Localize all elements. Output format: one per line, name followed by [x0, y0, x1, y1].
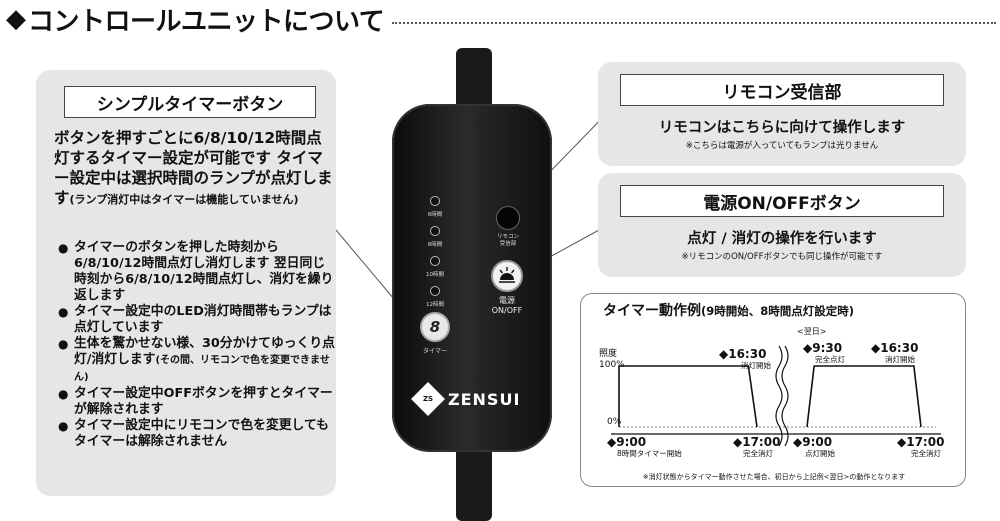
y-tick-100: 100%	[599, 360, 625, 370]
chart-subtitle: (9時開始、8時間点灯設定時)	[701, 304, 855, 318]
bullet-text: タイマー設定中にリモコンで色を変更してもタイマーは解除されません	[74, 418, 329, 449]
bullet-text: タイマー設定中OFFボタンを押すとタイマーが解除されます	[74, 386, 333, 417]
timer-button-label: タイマー	[422, 348, 447, 355]
led-10h	[430, 256, 440, 266]
list-item: 生体を驚かせない様、30分かけてゆっくり点灯/消灯します(その間、リモコンで色を…	[58, 336, 336, 386]
timer-chart: 照度100%0%<翌日>◆9:008時間タイマー開始◆16:30消灯開始◆17:…	[599, 327, 944, 458]
led-label-10h: 10時間	[426, 272, 444, 278]
chart-labels: 照度100%0%<翌日>◆9:008時間タイマー開始◆16:30消灯開始◆17:…	[599, 327, 944, 458]
remote-receiver-panel: リモコン受信部 リモコンはこちらに向けて操作します ※こちらは電源が入っていても…	[598, 62, 966, 166]
cable-top	[456, 48, 492, 110]
timer-panel-title: シンプルタイマーボタン	[64, 86, 316, 118]
bullet-text: タイマー設定中のLED消灯時間帯もランプは点灯しています	[74, 304, 332, 335]
annot-time: ◆16:30	[871, 341, 918, 355]
led-label-8h: 8時間	[427, 242, 443, 248]
annot-time: ◆9:00	[793, 435, 832, 449]
brand-mark-icon: ZS	[411, 382, 445, 416]
remote-receiver-label: リモコン 受信部	[488, 234, 528, 248]
light-icon	[499, 267, 515, 283]
remote-panel-note: ※こちらは電源が入っていてもランプは光りません	[685, 141, 879, 151]
power-panel-note: ※リモコンのON/OFFボタンでも同じ操作が可能です	[681, 252, 883, 262]
y-tick-0: 0%	[607, 417, 622, 427]
timer-button[interactable]: 8	[420, 312, 450, 342]
diamond-icon: ◆	[6, 4, 26, 34]
chart-lines	[618, 345, 922, 447]
list-item: タイマー設定中にリモコンで色を変更してもタイマーは解除されません	[58, 418, 336, 450]
power-button-label: 電源 ON/OFF	[482, 296, 532, 316]
control-unit: 6時間 8時間 10時間 12時間 リモコン 受信部 電源 ON/OFF 8 タ…	[392, 104, 552, 452]
annot-time: ◆16:30	[719, 347, 766, 361]
timer-icon: 8	[429, 318, 441, 336]
annot-time: ◆9:30	[803, 341, 842, 355]
remote-label-line1: リモコン	[496, 234, 519, 240]
header-dotted-rule	[392, 22, 996, 24]
list-item: タイマーのボタンを押した時刻から6/8/10/12時間点灯し消灯します 翌日同じ…	[58, 240, 336, 304]
chart-title: タイマー動作例(9時開始、8時間点灯設定時)	[603, 300, 854, 320]
brand-name: ZENSUI	[448, 389, 521, 409]
series-day2-line	[806, 365, 922, 428]
led-6h	[430, 196, 440, 206]
cable-bottom	[456, 444, 492, 521]
power-button-panel: 電源ON/OFFボタン 点灯 / 消灯の操作を行います ※リモコンのON/OFF…	[598, 173, 966, 277]
annot-time: ◆17:00	[897, 435, 944, 449]
bullet-text: タイマーのボタンを押した時刻から6/8/10/12時間点灯し消灯します 翌日同じ…	[74, 240, 334, 303]
timer-lead-main: ボタンを押すごとに6/8/10/12時間点灯するタイマー設定が可能です タイマー…	[54, 129, 333, 207]
power-label-line2: ON/OFF	[491, 306, 523, 315]
annot-time: ◆9:00	[607, 435, 646, 449]
led-label-6h: 6時間	[427, 212, 443, 218]
page-title: コントロールユニットについて	[28, 6, 385, 37]
bullet-small: (その間、リモコンで色を変更できません)	[74, 355, 330, 383]
bullet-text: 生体を驚かせない様、30分かけてゆっくり点灯/消灯します	[74, 336, 335, 367]
annot-label: 消灯開始	[741, 360, 771, 370]
timer-panel-lead: ボタンを押すごとに6/8/10/12時間点灯するタイマー設定が可能です タイマー…	[54, 128, 334, 210]
y-axis-label: 照度	[599, 347, 617, 359]
next-day-label: <翌日>	[797, 327, 826, 336]
day-break-wave	[775, 345, 783, 447]
power-panel-title: 電源ON/OFFボタン	[620, 185, 944, 217]
led-12h	[430, 286, 440, 296]
annot-label: 8時間タイマー開始	[617, 448, 682, 458]
remote-panel-title: リモコン受信部	[620, 74, 944, 106]
chart-axes	[611, 426, 941, 435]
brand-logo: ZS ZENSUI	[411, 382, 538, 416]
annot-label: 完全点灯	[815, 354, 845, 364]
annot-time: ◆17:00	[733, 435, 780, 449]
power-label-line1: 電源	[499, 296, 515, 305]
remote-label-line2: 受信部	[499, 241, 517, 247]
remote-receiver	[496, 206, 520, 230]
led-8h	[430, 226, 440, 236]
chart-title-main: タイマー動作例	[603, 303, 701, 319]
power-panel-desc: 点灯 / 消灯の操作を行います	[687, 231, 877, 247]
led-label-12h: 12時間	[426, 302, 444, 308]
annot-label: 完全消灯	[743, 448, 773, 458]
list-item: タイマー設定中のLED消灯時間帯もランプは点灯しています	[58, 304, 336, 336]
series-day1-line	[618, 365, 758, 428]
timer-lead-small: (ランプ消灯中はタイマーは機能していません)	[69, 193, 299, 206]
timer-button-panel: シンプルタイマーボタン ボタンを押すごとに6/8/10/12時間点灯するタイマー…	[36, 70, 336, 496]
chart-note: ※消灯状態からタイマー動作させた場合、初日から上記例<翌日>の動作となります	[642, 473, 906, 481]
day-break-wave	[781, 345, 789, 447]
power-button[interactable]	[491, 260, 523, 292]
timer-bullet-list: タイマーのボタンを押した時刻から6/8/10/12時間点灯し消灯します 翌日同じ…	[58, 240, 336, 450]
list-item: タイマー設定中OFFボタンを押すとタイマーが解除されます	[58, 386, 336, 418]
remote-panel-desc: リモコンはこちらに向けて操作します	[658, 120, 906, 136]
annot-label: 消灯開始	[885, 354, 915, 364]
annot-label: 完全消灯	[911, 448, 941, 458]
annot-label: 点灯開始	[805, 448, 835, 458]
brand-mark-text: ZS	[422, 395, 434, 403]
header: ◆ コントロールユニットについて	[6, 2, 996, 37]
